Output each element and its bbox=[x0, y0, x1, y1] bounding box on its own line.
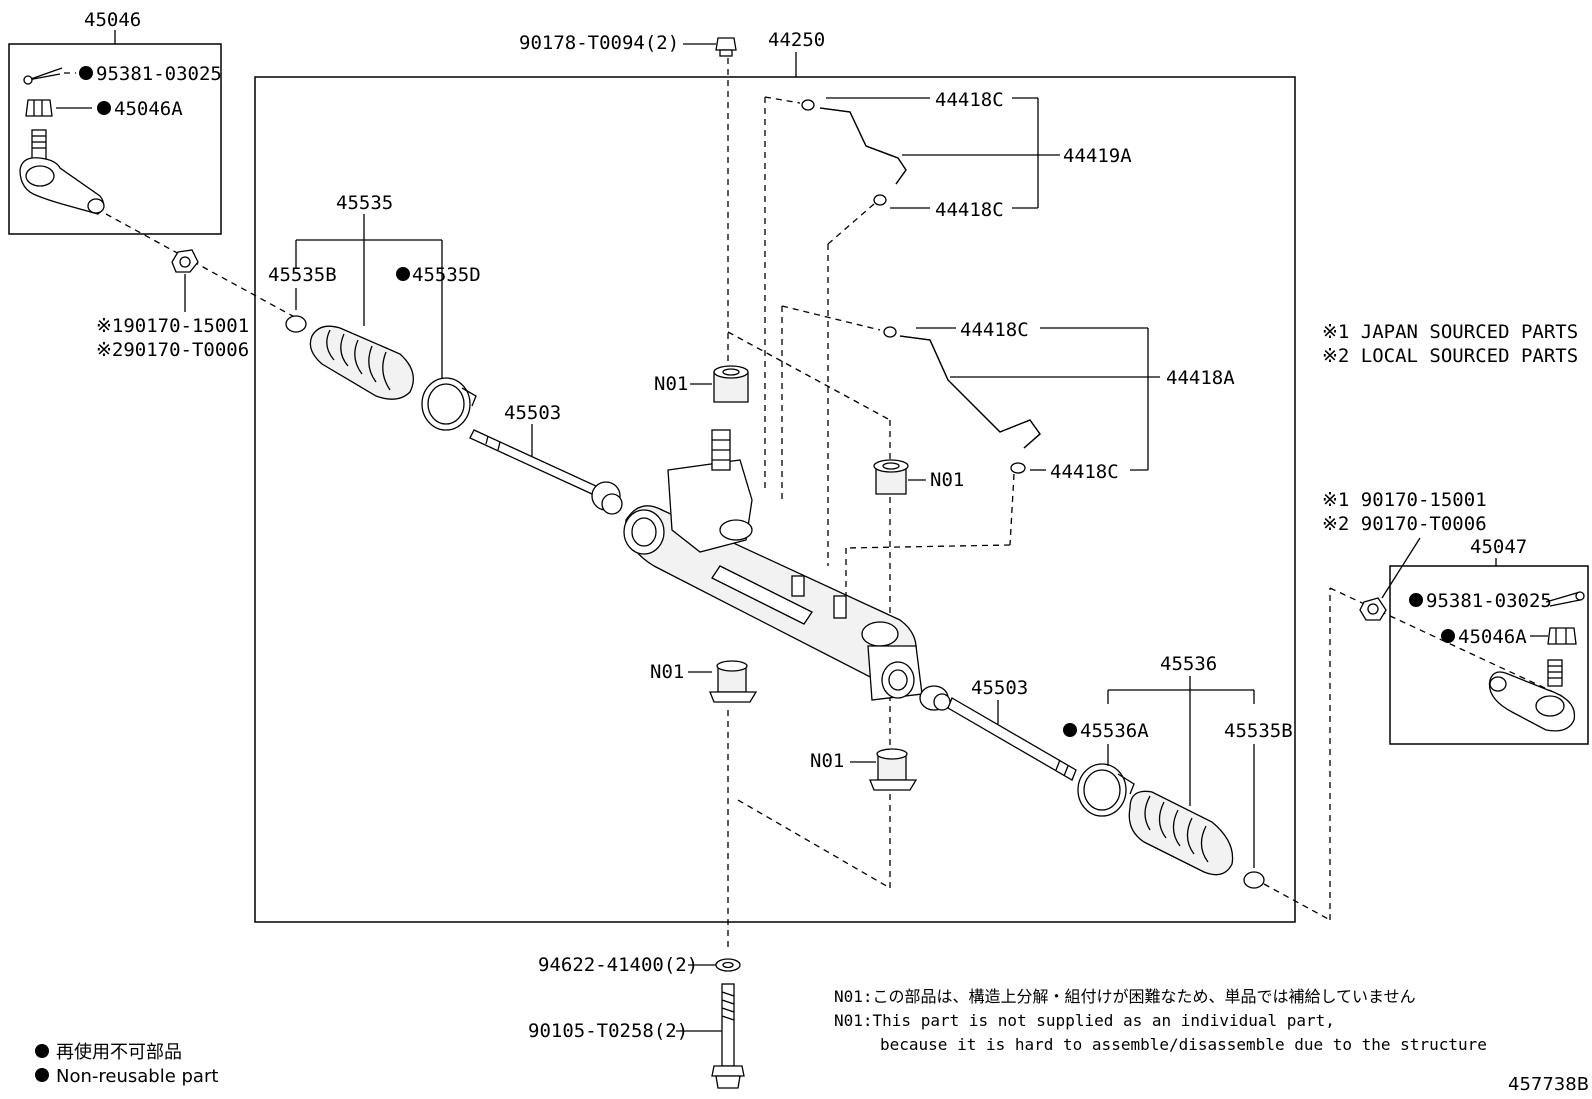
non-reusable-marker-icon bbox=[396, 267, 410, 281]
tube-c2-label[interactable]: 44418C bbox=[935, 199, 1004, 221]
tube-b-icon bbox=[899, 335, 1041, 449]
bushing-icon bbox=[873, 459, 909, 495]
n01-lower-left-label[interactable]: N01 bbox=[650, 661, 684, 683]
assembly-main-label[interactable]: 44250 bbox=[768, 29, 825, 51]
nut-right-japan-label[interactable]: ※1 90170-15001 bbox=[1322, 489, 1487, 511]
nut-left-label[interactable]: 45046A bbox=[114, 98, 183, 120]
n01-note-english-1: N01:This part is not supplied as an indi… bbox=[834, 1011, 1335, 1030]
asm-left-label[interactable]: 45046 bbox=[84, 9, 141, 31]
n01-note-japanese: N01:この部品は、構造上分解・組付けが困難なため、単品では補給していません bbox=[834, 987, 1416, 1006]
washer-icon bbox=[715, 958, 741, 972]
rod-left-label[interactable]: 45503 bbox=[504, 402, 561, 424]
non-reusable-marker-icon bbox=[1063, 723, 1077, 737]
o-ring-icon bbox=[801, 99, 815, 111]
non-reusable-marker-icon bbox=[97, 101, 111, 115]
boot-left-icon bbox=[309, 325, 414, 400]
nut-left-local-label[interactable]: ※290170-T0006 bbox=[96, 339, 249, 361]
cotter-pin-icon bbox=[1545, 591, 1585, 607]
tube-a-icon bbox=[819, 107, 907, 185]
n01-upper-left-label[interactable]: N01 bbox=[654, 373, 688, 395]
bushing-icon bbox=[709, 660, 758, 703]
inner-tie-rod-left-icon bbox=[469, 429, 623, 515]
clip-left-label[interactable]: 45535B bbox=[268, 264, 337, 286]
clamp-left-label[interactable]: 45535D bbox=[412, 264, 481, 286]
nut-left-japan-label[interactable]: ※190170-15001 bbox=[96, 315, 249, 337]
clamp-right-label[interactable]: 45536A bbox=[1080, 720, 1149, 742]
n01-note-english-2: because it is hard to assemble/disassemb… bbox=[880, 1035, 1487, 1054]
tube-c3-label[interactable]: 44418C bbox=[960, 319, 1029, 341]
tube-c1-label[interactable]: 44418C bbox=[935, 89, 1004, 111]
steering-rack-housing-icon bbox=[623, 429, 923, 701]
clip-right-label[interactable]: 45535B bbox=[1224, 720, 1293, 742]
clamp-left-icon bbox=[421, 377, 477, 431]
clip-right-icon bbox=[1243, 871, 1265, 889]
o-ring-icon bbox=[873, 194, 887, 206]
tube-b-label[interactable]: 44418A bbox=[1166, 367, 1235, 389]
clip-left-icon bbox=[285, 315, 307, 333]
figure-id: 457738B bbox=[1508, 1074, 1589, 1095]
washer-label[interactable]: 94622-41400(2) bbox=[538, 954, 698, 976]
bushing-icon bbox=[713, 365, 749, 403]
nut-right-label[interactable]: 45046A bbox=[1458, 626, 1527, 648]
inner-tie-rod-right-icon bbox=[919, 685, 1077, 781]
nut-right-local-label[interactable]: ※2 90170-T0006 bbox=[1322, 513, 1487, 535]
legend-marker-icon bbox=[35, 1044, 49, 1058]
rod-right-label[interactable]: 45503 bbox=[971, 677, 1028, 699]
tie-rod-end-left-icon bbox=[19, 129, 105, 215]
asm-right-label[interactable]: 45047 bbox=[1470, 536, 1527, 558]
non-reusable-marker-icon bbox=[79, 66, 93, 80]
boot-left-label[interactable]: 45535 bbox=[336, 192, 393, 214]
n01-lower-right-label[interactable]: N01 bbox=[810, 750, 844, 772]
tube-c4-label[interactable]: 44418C bbox=[1050, 461, 1119, 483]
castle-nut-icon bbox=[1547, 627, 1577, 645]
boot-right-icon bbox=[1128, 790, 1234, 876]
castle-nut-icon bbox=[25, 99, 53, 117]
nut-icon bbox=[1359, 597, 1387, 621]
boot-right-label[interactable]: 45536 bbox=[1160, 653, 1217, 675]
legend-japanese: 再使用不可部品 bbox=[56, 1042, 182, 1063]
nut-icon bbox=[171, 249, 199, 273]
flange-bolt-icon bbox=[715, 37, 737, 57]
non-reusable-marker-icon bbox=[1441, 629, 1455, 643]
bolt-top-label[interactable]: 90178-T0094(2) bbox=[519, 32, 679, 54]
o-ring-icon bbox=[1010, 462, 1026, 474]
cotter-pin-left-label[interactable]: 95381-03025 bbox=[96, 63, 222, 85]
non-reusable-marker-icon bbox=[1409, 593, 1423, 607]
bushing-icon bbox=[869, 748, 918, 791]
legend-english: Non-reusable part bbox=[56, 1066, 218, 1087]
long-bolt-icon bbox=[711, 983, 745, 1089]
right-tie-rod-end-box bbox=[1389, 565, 1589, 745]
o-ring-icon bbox=[883, 326, 897, 338]
n01-upper-right-label[interactable]: N01 bbox=[930, 469, 964, 491]
tube-a-label[interactable]: 44419A bbox=[1063, 145, 1132, 167]
bolt-bottom-label[interactable]: 90105-T0258(2) bbox=[528, 1020, 688, 1042]
cotter-pin-icon bbox=[23, 67, 63, 85]
note-local-label[interactable]: ※2 LOCAL SOURCED PARTS bbox=[1322, 345, 1578, 367]
legend-marker-icon bbox=[35, 1068, 49, 1082]
clamp-right-icon bbox=[1077, 763, 1135, 817]
tie-rod-end-right-icon bbox=[1488, 659, 1576, 732]
main-assembly-box bbox=[254, 76, 1296, 923]
cotter-pin-right-label[interactable]: 95381-03025 bbox=[1426, 590, 1552, 612]
note-japan-label[interactable]: ※1 JAPAN SOURCED PARTS bbox=[1322, 321, 1578, 343]
